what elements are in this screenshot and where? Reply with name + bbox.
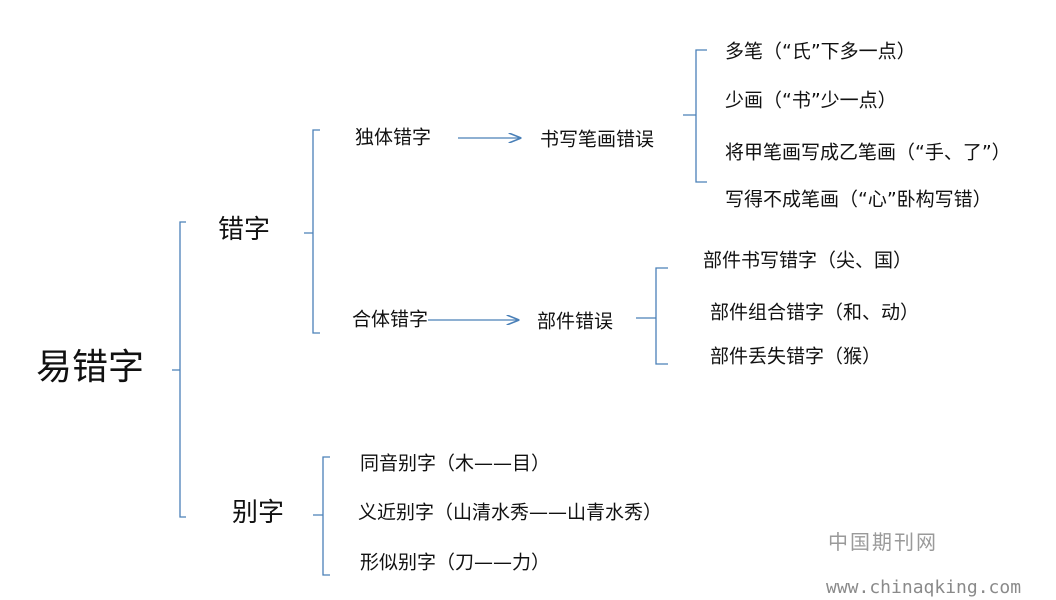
leaf-item: 将甲笔画写成乙笔画（“手、了”） — [725, 141, 1011, 164]
leaf-item: 写得不成笔画（“心”卧构写错） — [725, 188, 992, 211]
leaf-item: 部件书写错字（尖、国） — [703, 249, 913, 272]
leaf-item: 形似别字（刀——力） — [360, 551, 551, 574]
node-component-error: 部件错误 — [537, 310, 614, 333]
other-bracket — [313, 456, 330, 576]
node-stroke-error: 书写笔画错误 — [540, 128, 655, 151]
root-node: 易错字 — [36, 347, 145, 388]
watermark-url: www.chinaqking.com — [826, 577, 1022, 598]
component-bracket — [636, 267, 668, 365]
stroke-bracket — [683, 49, 707, 183]
leaf-item: 部件丢失错字（猴） — [710, 345, 882, 368]
leaf-item: 义近别字（山清水秀——山青水秀） — [358, 501, 663, 524]
leaf-item: 部件组合错字（和、动） — [710, 301, 920, 324]
watermark-name: 中国期刊网 — [828, 530, 938, 554]
leaf-item: 多笔（“氏”下多一点） — [725, 40, 916, 63]
node-other-char: 别字 — [232, 498, 285, 528]
node-wrong-char: 错字 — [218, 215, 271, 245]
leaf-item: 同音别字（木——目） — [360, 452, 551, 475]
leaf-item: 少画（“书”少一点） — [725, 89, 897, 112]
node-single: 独体错字 — [355, 126, 432, 149]
root-bracket — [172, 221, 186, 518]
node-compound: 合体错字 — [352, 308, 429, 331]
wrong-bracket — [304, 129, 320, 334]
